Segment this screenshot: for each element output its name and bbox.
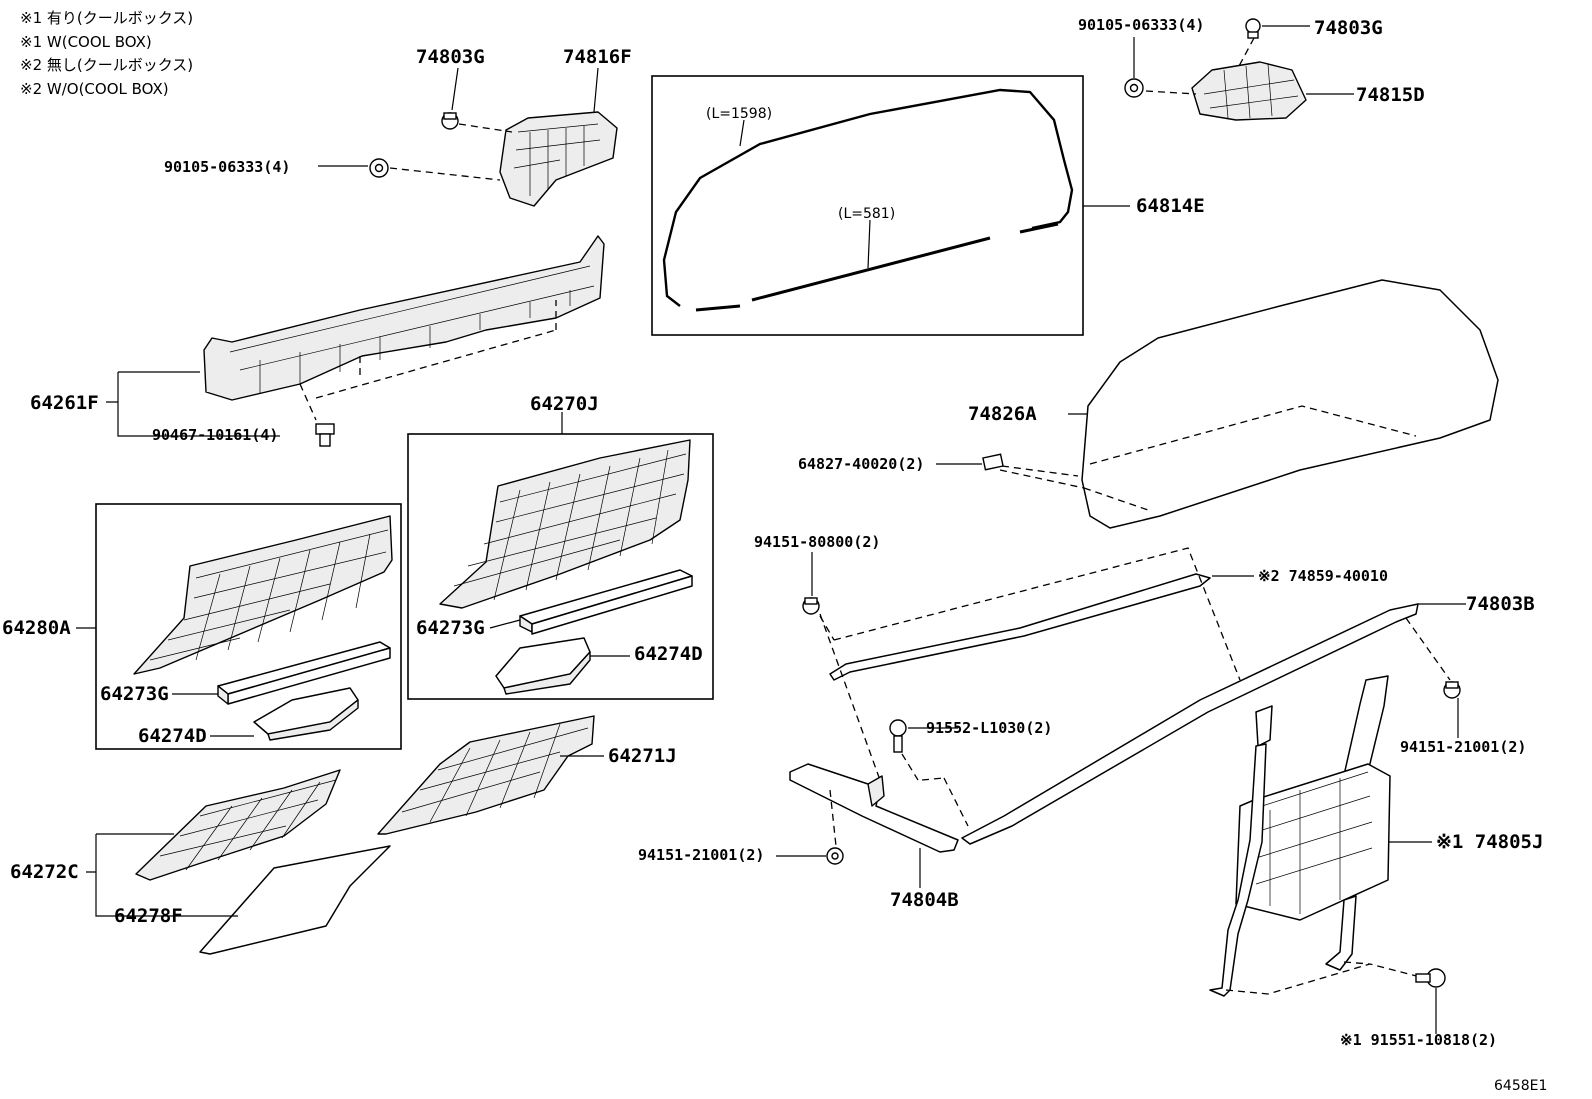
label-94151-21001-l[interactable]: 94151-21001(2) — [638, 846, 764, 864]
label-74803G-b[interactable]: 74803G — [1314, 17, 1383, 39]
label-64273G-a[interactable]: 64273G — [416, 617, 485, 639]
dim-long-seal: (L=1598) — [706, 106, 772, 122]
nut-icon — [826, 847, 844, 865]
clip-fastener-icon — [1443, 681, 1461, 699]
label-90105-06333-b[interactable]: 90105-06333(4) — [1078, 16, 1204, 34]
frame-64280A — [95, 503, 402, 750]
part-64272C-cover[interactable] — [135, 769, 341, 881]
note-1-ja: ※1 有り(クールボックス) — [20, 9, 193, 27]
label-74816F[interactable]: 74816F — [563, 46, 632, 68]
part-74803B-rod[interactable] — [961, 603, 1419, 845]
note-2-ja: ※2 無し(クールボックス) — [20, 56, 193, 74]
label-74826A[interactable]: 74826A — [968, 403, 1037, 425]
part-74816F-bracket[interactable] — [499, 111, 618, 207]
label-64274D-b[interactable]: 64274D — [138, 725, 207, 747]
part-64278F-sheet[interactable] — [199, 845, 391, 955]
part-64814E-seal[interactable] — [662, 88, 1130, 312]
label-74803G[interactable]: 74803G — [416, 46, 485, 68]
label-74859-40010[interactable]: ※2 74859-40010 — [1258, 567, 1388, 585]
nut-icon — [369, 158, 389, 178]
label-91551-10818[interactable]: ※1 91551-10818(2) — [1340, 1031, 1497, 1049]
note-2-en: ※2 W/O(COOL BOX) — [20, 80, 169, 98]
part-74815D-bracket[interactable] — [1191, 61, 1307, 121]
part-74805J-bracket[interactable] — [1209, 675, 1391, 997]
legend-notes: ※1 有り(クールボックス) ※1 W(COOL BOX) ※2 無し(クールボ… — [20, 9, 193, 98]
label-64271J[interactable]: 64271J — [608, 745, 677, 767]
note-1-en: ※1 W(COOL BOX) — [20, 33, 152, 51]
label-74803B[interactable]: 74803B — [1466, 593, 1535, 615]
part-64274D-block-b[interactable] — [253, 687, 359, 741]
part-64271J-cover[interactable] — [377, 715, 595, 835]
label-74815D[interactable]: 74815D — [1356, 84, 1425, 106]
clip-fastener-icon — [1245, 18, 1261, 39]
screw-bolt-icon — [889, 719, 907, 753]
label-90105-06333[interactable]: 90105-06333(4) — [164, 158, 290, 176]
label-64272C[interactable]: 64272C — [10, 861, 79, 883]
part-74826A-panel[interactable] — [1081, 279, 1499, 529]
part-64270J-cover[interactable] — [439, 439, 691, 609]
label-64274D-a[interactable]: 64274D — [634, 643, 703, 665]
clip-fastener-icon — [441, 112, 459, 130]
part-64280A-cover[interactable] — [133, 515, 393, 675]
figure-code: 6458E1 — [1494, 1078, 1547, 1094]
screw-bolt-icon — [1415, 968, 1446, 988]
frame-64270J — [407, 433, 714, 700]
part-74804B-bracket[interactable] — [789, 763, 959, 853]
clip-fastener-icon — [982, 453, 1004, 471]
clip-fastener-icon — [315, 423, 335, 447]
label-74805J[interactable]: ※1 74805J — [1436, 831, 1543, 853]
label-64280A[interactable]: 64280A — [2, 617, 71, 639]
label-64261F[interactable]: 64261F — [30, 392, 99, 414]
label-64270J[interactable]: 64270J — [530, 393, 599, 415]
dim-short-seal: (L=581) — [838, 206, 895, 222]
part-64261F-trim-panel[interactable] — [203, 235, 605, 401]
part-64273G-pad-b[interactable] — [217, 641, 391, 705]
part-64273G-pad-a[interactable] — [519, 569, 693, 635]
label-64814E[interactable]: 64814E — [1136, 195, 1205, 217]
part-74859-40010-rod[interactable] — [829, 573, 1211, 681]
label-94151-21001-r[interactable]: 94151-21001(2) — [1400, 738, 1526, 756]
label-64278F[interactable]: 64278F — [114, 905, 183, 927]
label-64273G-b[interactable]: 64273G — [100, 683, 169, 705]
label-91552-L1030[interactable]: 91552-L1030(2) — [926, 719, 1052, 737]
label-64827-40020[interactable]: 64827-40020(2) — [798, 455, 924, 473]
nut-icon — [1124, 78, 1144, 98]
label-90467-10161[interactable]: 90467-10161(4) — [152, 426, 278, 444]
label-74804B[interactable]: 74804B — [890, 889, 959, 911]
label-94151-80800[interactable]: 94151-80800(2) — [754, 533, 880, 551]
clip-fastener-icon — [802, 597, 820, 615]
part-64274D-block-a[interactable] — [495, 637, 591, 695]
